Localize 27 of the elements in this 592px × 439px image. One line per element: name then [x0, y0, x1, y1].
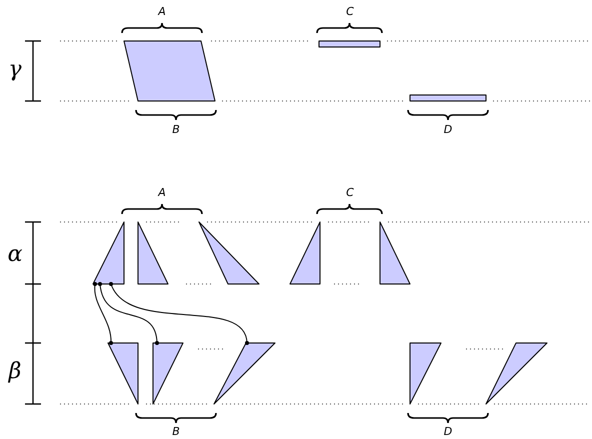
connector-curve [98, 282, 159, 345]
connector-curve [109, 282, 249, 345]
bar-shape [410, 94, 486, 102]
brace-label: C [346, 187, 354, 199]
brace-label: B [172, 426, 180, 438]
triangle-shape [198, 222, 260, 284]
dimension-label: α [8, 243, 22, 267]
triangle-shape [486, 342, 548, 404]
dimension-label: γ [8, 58, 22, 82]
parallelogram-shape [124, 40, 216, 102]
dimension-label: β [8, 360, 22, 384]
brace-label: C [346, 6, 354, 18]
brace-label: D [444, 124, 452, 136]
brace-label: A [158, 6, 166, 18]
brace-label: B [172, 124, 180, 136]
triangle-shape [138, 222, 168, 284]
triangle-shape [152, 342, 184, 404]
triangle-shape [290, 222, 320, 284]
brace-label: D [444, 426, 452, 438]
connector-curve [93, 282, 113, 345]
bar-shape [318, 40, 380, 48]
triangle-shape [410, 342, 442, 404]
brace-label: A [158, 187, 166, 199]
triangle-shape [214, 342, 276, 404]
triangle-shape [108, 342, 138, 404]
triangle-shape [380, 222, 410, 284]
triangle-shape [92, 222, 124, 284]
